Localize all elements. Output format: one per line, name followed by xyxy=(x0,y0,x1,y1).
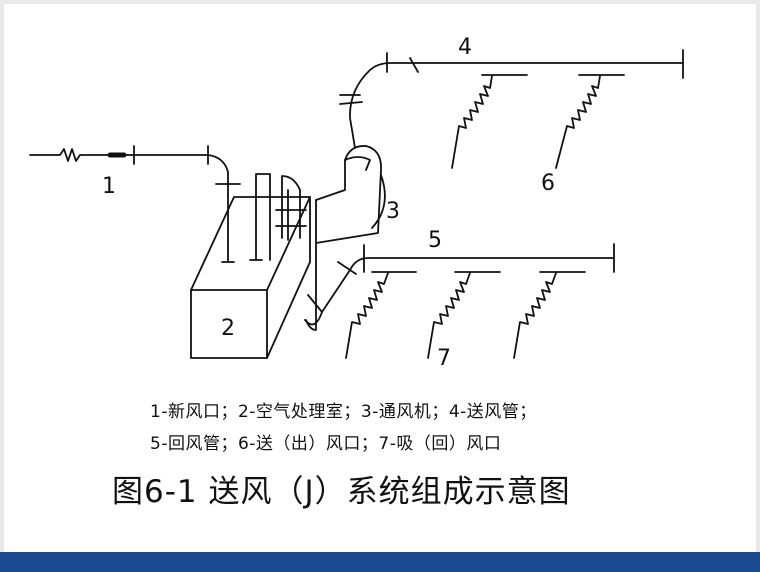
label-6: 6 xyxy=(541,171,555,196)
unit-pipes xyxy=(221,173,307,263)
fan: 3 xyxy=(305,145,400,331)
supply-air-outlets: 6 xyxy=(451,74,625,196)
legend-line-2: 5-回风管；6-送（出）风口；7-吸（回）风口 xyxy=(150,434,502,454)
fresh-air-inlet-duct: 1 xyxy=(29,145,241,199)
label-3: 3 xyxy=(386,199,400,224)
supply-duct: 4 xyxy=(339,35,684,149)
air-handling-unit: 2 xyxy=(190,196,311,359)
figure-caption: 图6-1 送风（J）系统组成示意图 xyxy=(112,474,571,510)
label-5: 5 xyxy=(428,228,442,253)
label-1: 1 xyxy=(102,174,116,199)
ventilation-diagram: 1 2 3 xyxy=(29,35,684,371)
footer-bar xyxy=(0,552,760,572)
label-2: 2 xyxy=(221,316,235,341)
return-duct: 5 xyxy=(304,228,615,326)
return-air-inlets: 7 xyxy=(345,271,586,371)
label-4: 4 xyxy=(458,35,472,60)
label-7: 7 xyxy=(437,346,451,371)
legend-line-1: 1-新风口；2-空气处理室；3-通风机；4-送风管； xyxy=(150,402,537,422)
slide: 1 2 3 xyxy=(4,4,756,552)
